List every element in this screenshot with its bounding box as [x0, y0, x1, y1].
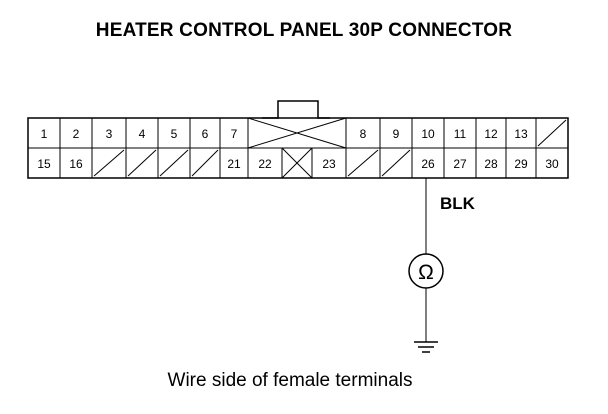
terminal-30: 30	[535, 147, 569, 179]
terminal-label: 15	[37, 157, 51, 171]
terminal-29: 29	[505, 147, 537, 179]
diagram-caption: Wire side of female terminals	[167, 370, 413, 391]
terminal-4: 4	[125, 117, 159, 149]
terminal-3: 3	[91, 117, 127, 149]
terminal-label: 13	[514, 127, 528, 141]
terminal-label: 21	[227, 157, 241, 171]
terminal-13: 13	[505, 117, 537, 149]
terminal-empty	[91, 147, 127, 179]
terminal-28: 28	[475, 147, 507, 179]
terminal-label: 3	[106, 127, 113, 141]
terminal-6: 6	[189, 117, 221, 149]
terminal-label: 30	[545, 157, 559, 171]
terminal-empty	[125, 147, 159, 179]
ohmmeter-symbol: Ω	[418, 261, 434, 284]
terminal-label: 29	[514, 157, 528, 171]
terminal-label: 1	[41, 127, 48, 141]
terminal-11: 11	[443, 117, 477, 149]
terminal-empty	[157, 147, 191, 179]
terminal-7: 7	[219, 117, 249, 149]
terminal-9: 9	[379, 117, 413, 149]
terminal-8: 8	[345, 117, 381, 149]
terminal-label: 27	[453, 157, 467, 171]
terminal-12: 12	[475, 117, 507, 149]
terminal-label: 9	[393, 127, 400, 141]
terminal-1: 1	[27, 117, 61, 149]
terminal-label: 8	[360, 127, 367, 141]
terminal-21: 21	[219, 147, 249, 179]
terminal-22: 22	[247, 147, 283, 179]
terminal-label: 22	[258, 157, 272, 171]
terminal-2: 2	[59, 117, 93, 149]
terminal-27: 27	[443, 147, 477, 179]
terminal-label: 26	[421, 157, 435, 171]
terminal-23: 23	[311, 147, 347, 179]
terminal-cross	[247, 117, 347, 149]
terminal-empty	[345, 147, 381, 179]
terminal-26: 26	[411, 147, 445, 179]
connector-lock-tab	[262, 100, 330, 119]
diagram-title: HEATER CONTROL PANEL 30P CONNECTOR	[95, 20, 513, 41]
terminal-label: 6	[202, 127, 209, 141]
terminal-empty	[535, 117, 569, 149]
terminal-15: 15	[27, 147, 61, 179]
terminal-label: 12	[484, 127, 498, 141]
wire-color-label: BLK	[440, 194, 476, 213]
terminal-label: 2	[73, 127, 80, 141]
terminal-cross	[281, 147, 313, 179]
terminal-label: 5	[171, 127, 178, 141]
terminal-10: 10	[411, 117, 445, 149]
terminal-16: 16	[59, 147, 93, 179]
terminal-label: 23	[322, 157, 336, 171]
terminal-label: 28	[484, 157, 498, 171]
terminal-label: 11	[454, 127, 467, 141]
terminal-label: 10	[421, 127, 435, 141]
terminal-label: 7	[231, 127, 238, 141]
terminal-5: 5	[157, 117, 191, 149]
terminal-empty	[189, 147, 221, 179]
terminal-label: 16	[69, 157, 83, 171]
terminal-label: 4	[139, 127, 146, 141]
ground-icon	[414, 341, 438, 353]
terminal-empty	[379, 147, 413, 179]
